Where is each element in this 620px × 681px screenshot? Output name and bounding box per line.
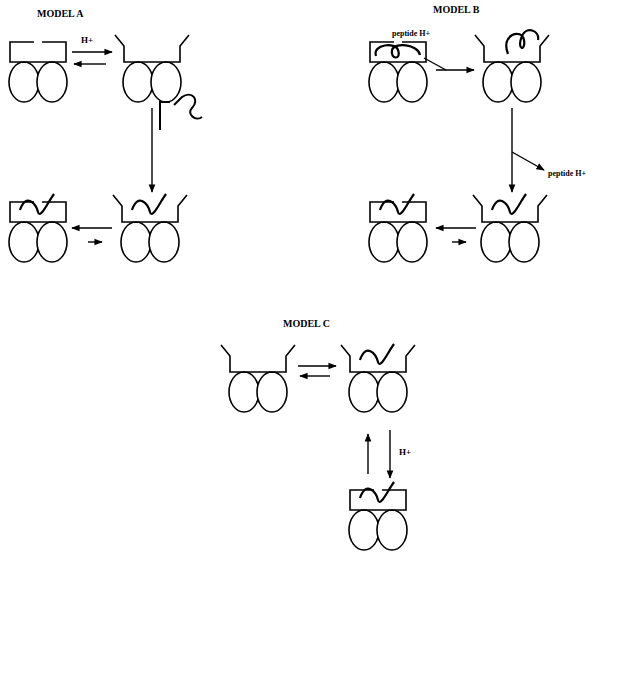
free-peptide — [160, 95, 202, 130]
binding-groove — [221, 345, 295, 372]
domain-oval — [509, 222, 539, 262]
reaction-arrow — [151, 108, 152, 192]
branch-line — [424, 58, 446, 70]
peptide-chain — [506, 30, 538, 54]
domain-oval — [511, 62, 541, 102]
peptide-chain — [376, 45, 420, 57]
domain-oval — [229, 372, 259, 412]
reaction-arrow — [367, 434, 368, 474]
binding-groove — [341, 345, 415, 372]
binding-groove — [10, 42, 66, 62]
domain-oval — [483, 62, 513, 102]
mhc-molecule — [473, 194, 547, 262]
reaction-arrow — [436, 227, 476, 228]
domain-oval — [377, 372, 407, 412]
domain-oval — [37, 222, 67, 262]
reaction-arrow — [74, 63, 106, 64]
reaction-arrow — [298, 365, 336, 366]
peptide-chain — [20, 194, 54, 214]
mhc-molecule — [115, 35, 189, 102]
proton-label: H+ — [398, 448, 412, 458]
domain-oval — [377, 510, 407, 550]
reaction-arrow — [436, 69, 474, 70]
reaction-arrow — [300, 375, 330, 376]
mhc-molecule — [341, 344, 415, 412]
reaction-arrow — [452, 241, 466, 242]
reactant-label: peptide H+ — [546, 170, 588, 179]
reaction-arrow — [512, 152, 544, 170]
binding-groove — [115, 35, 189, 62]
domain-oval — [397, 222, 427, 262]
mhc-molecule — [369, 42, 427, 102]
binding-groove — [370, 42, 426, 62]
domain-oval — [369, 62, 399, 102]
model-title: MODEL B — [432, 4, 480, 15]
model-title: MODEL C — [282, 318, 331, 329]
reaction-arrow — [72, 51, 112, 52]
mhc-molecule — [9, 194, 67, 262]
domain-oval — [149, 222, 179, 262]
domain-oval — [481, 222, 511, 262]
reaction-arrow — [389, 430, 390, 478]
domain-oval — [151, 62, 181, 102]
mhc-molecule — [9, 42, 67, 102]
domain-oval — [349, 372, 379, 412]
binding-groove — [113, 195, 187, 222]
domain-oval — [369, 222, 399, 262]
reaction-arrow — [88, 241, 102, 242]
proton-label: H+ — [80, 36, 94, 46]
peptide-chain — [360, 344, 394, 364]
reaction-arrow — [72, 227, 112, 228]
domain-oval — [349, 510, 379, 550]
mhc-molecule — [369, 194, 427, 262]
mhc-molecule — [475, 30, 549, 102]
model-title: MODEL A — [36, 8, 84, 19]
domain-oval — [9, 62, 39, 102]
domain-oval — [9, 222, 39, 262]
domain-oval — [397, 62, 427, 102]
mhc-molecule — [113, 194, 187, 262]
peptide-chain — [360, 482, 394, 502]
domain-oval — [257, 372, 287, 412]
mhc-molecule — [221, 345, 295, 412]
domain-oval — [37, 62, 67, 102]
peptide-chain — [132, 194, 166, 214]
reactant-label: peptide H+ — [390, 30, 432, 39]
mhc-molecule — [349, 482, 407, 550]
peptide-chain — [492, 194, 526, 214]
binding-groove — [473, 195, 547, 222]
domain-oval — [121, 222, 151, 262]
reaction-arrow — [511, 108, 512, 192]
domain-oval — [123, 62, 153, 102]
peptide-chain — [380, 194, 414, 214]
